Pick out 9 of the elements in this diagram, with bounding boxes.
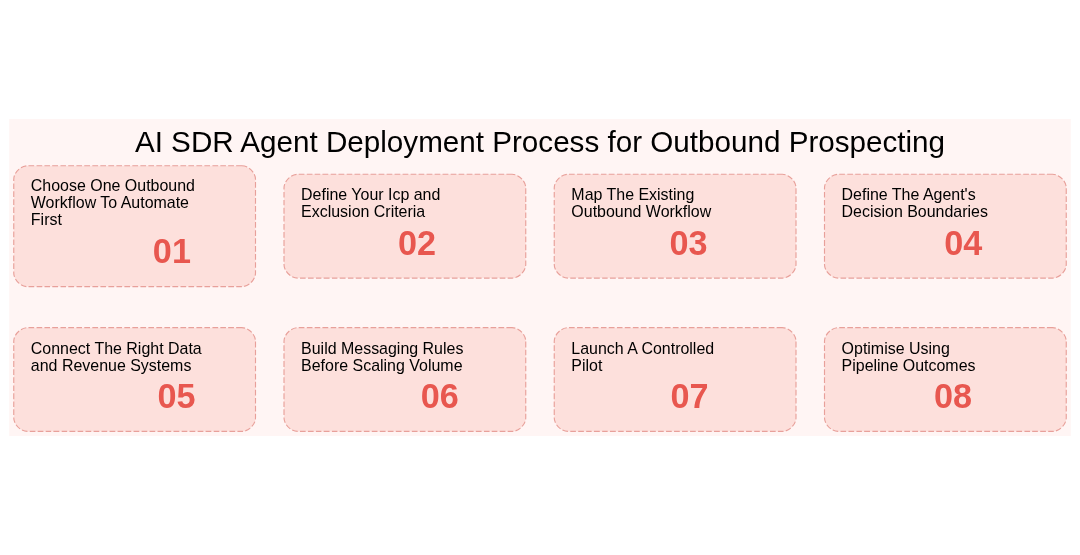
node-box: Map The Existing Outbound Workflow 03 (553, 173, 797, 279)
node-box: Connect The Right Data and Revenue Systems 05 (13, 327, 257, 432)
node-box: Define Your Icp and Exclusion Criteria 02 (283, 173, 527, 279)
node-box: Launch A Controlled Pilot 07 (553, 327, 797, 432)
node-box: Define The Agent's Decision Boundaries 04 (823, 173, 1067, 279)
node-box: Build Messaging Rules Before Scaling Volume 06 (283, 327, 527, 432)
diagram-title: AI SDR Agent Deployment Process for Outbound Prospecting (134, 124, 946, 158)
node-box: Optimise Using Pipeline Outcomes 08 (823, 327, 1067, 432)
node-box: Choose One Outbound Workflow To Automate First 01 (13, 165, 257, 288)
